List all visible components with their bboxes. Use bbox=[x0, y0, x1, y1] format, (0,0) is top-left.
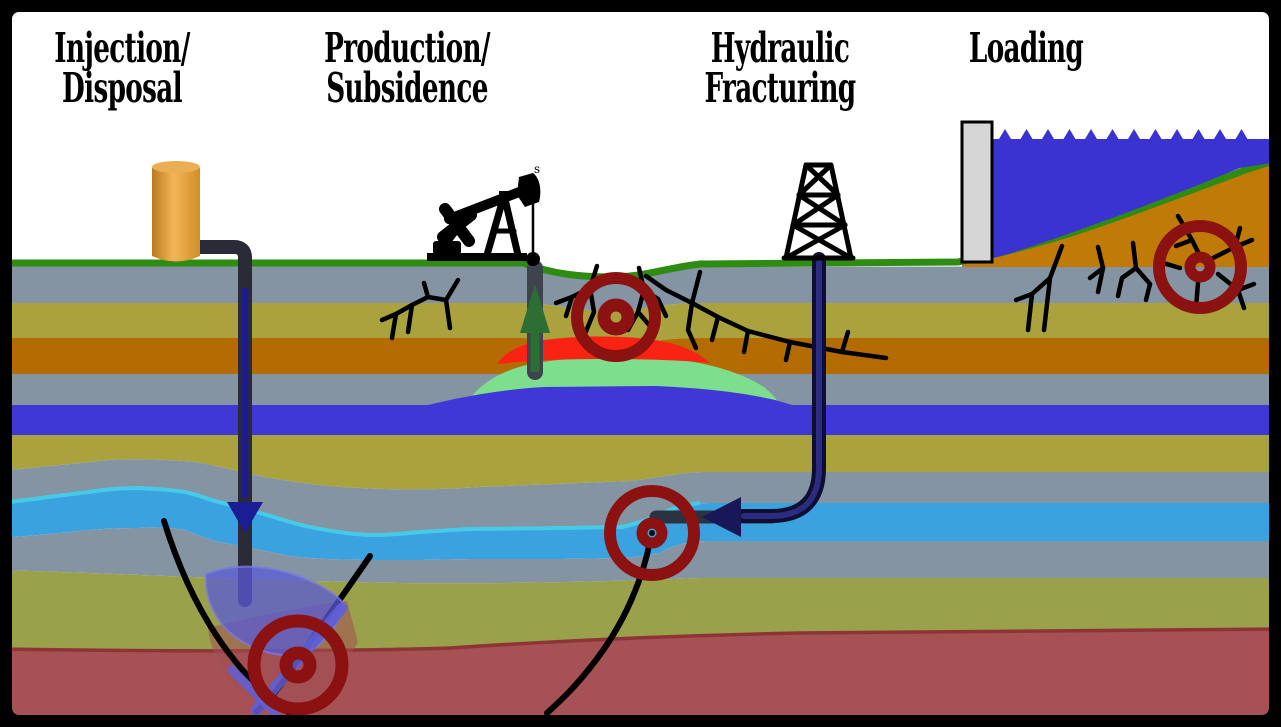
label-hydraulic-fracturing: Hydraulic Fracturing bbox=[678, 24, 883, 112]
label-line: Loading bbox=[968, 24, 1084, 72]
aquifer-top-edge bbox=[0, 485, 701, 538]
frack-well-core bbox=[741, 259, 822, 519]
injection-disposal-section bbox=[152, 161, 373, 719]
loading-earthquake-epicenter-marker bbox=[1153, 220, 1247, 314]
label-production-subsidence: Production/ Subsidence bbox=[305, 24, 510, 112]
production-subsidence-section bbox=[379, 173, 889, 380]
label-loading: Loading bbox=[924, 24, 1129, 72]
wellhead bbox=[526, 252, 540, 266]
dam bbox=[960, 120, 994, 264]
hydraulic-fracturing-section bbox=[544, 162, 856, 716]
depleted-zone-green bbox=[468, 356, 778, 402]
injection-pipe-casing bbox=[193, 240, 252, 607]
label-line: Disposal bbox=[62, 64, 183, 112]
injection-earthquake-epicenter-marker bbox=[247, 614, 349, 716]
label-line: Fracturing bbox=[704, 64, 857, 112]
gray-stratum-4 bbox=[0, 527, 1281, 584]
loading-section bbox=[8, 120, 1281, 333]
label-injection-disposal: Injection/ Disposal bbox=[20, 24, 225, 112]
loading-fracture-lines bbox=[1013, 213, 1257, 333]
blue-stratum bbox=[0, 386, 1281, 435]
downward-flow-arrow bbox=[227, 502, 263, 533]
upward-flow-arrow-head bbox=[520, 284, 550, 333]
drilling-derrick bbox=[781, 162, 856, 261]
storage-tank-top bbox=[152, 161, 200, 173]
pumpjack-clipart-mark: s bbox=[534, 162, 541, 176]
fracturing-earthquake-epicenter-marker bbox=[604, 485, 700, 581]
horizontal-injection-arrow bbox=[702, 497, 741, 537]
olive-stratum-1 bbox=[0, 303, 1281, 344]
label-line: Subsidence bbox=[326, 64, 488, 112]
label-line: Production/ bbox=[324, 24, 490, 72]
pumpjack bbox=[427, 173, 541, 261]
reservoir-water bbox=[993, 129, 1271, 258]
olive-stratum-2 bbox=[0, 435, 1281, 490]
production-earthquake-epicenter-marker bbox=[571, 272, 661, 362]
plume-streak-left-fault bbox=[227, 665, 281, 719]
label-line: Injection/ bbox=[54, 24, 190, 72]
label-line: Hydraulic bbox=[710, 24, 850, 72]
storage-tank-body bbox=[152, 163, 200, 262]
